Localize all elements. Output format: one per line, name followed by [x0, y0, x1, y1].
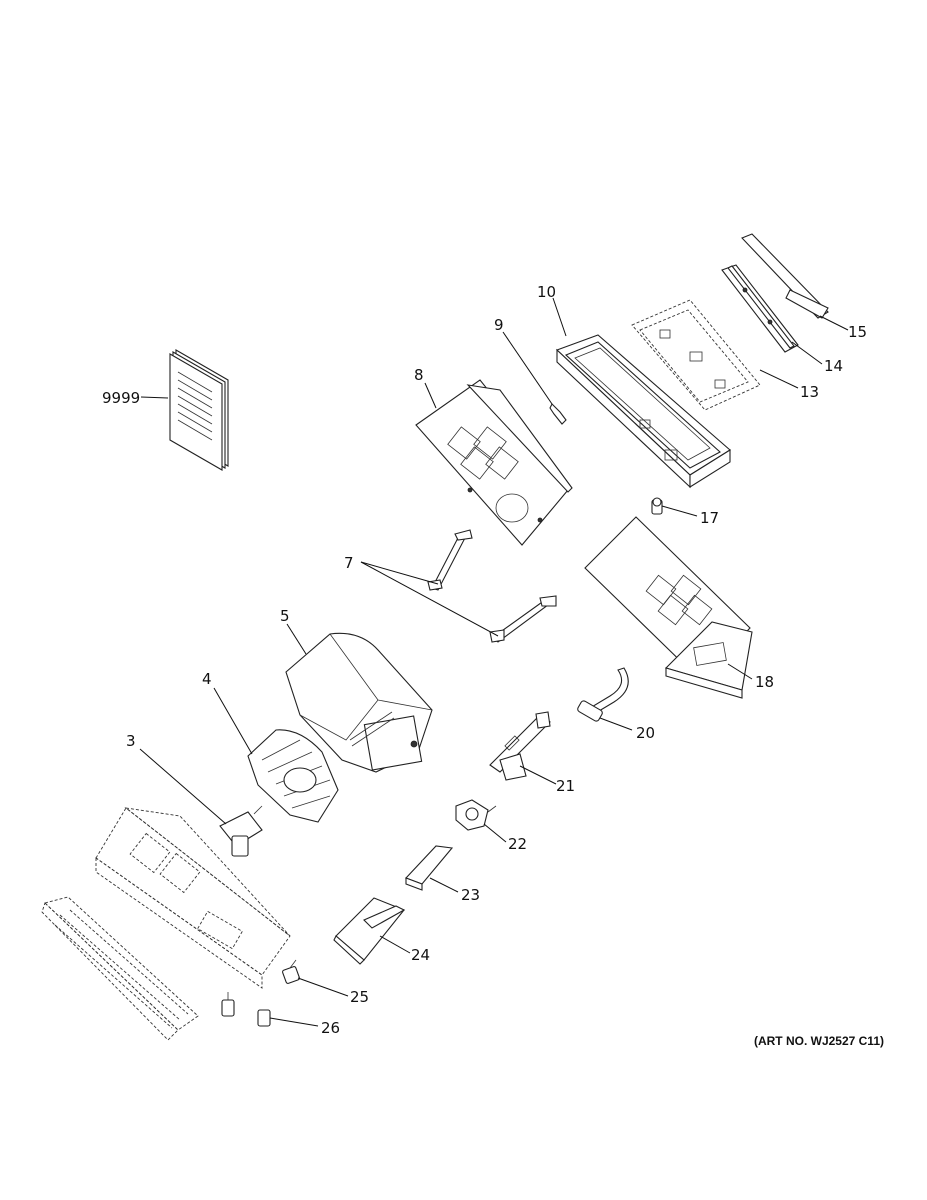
callout-3: 3	[126, 732, 136, 750]
part-8-top-panel[interactable]	[415, 379, 573, 546]
part-7-bracket-upper[interactable]	[427, 529, 473, 591]
callout-labels: 9999 8 9 10 13 14 15 17 18 7 5 4 3 20 21…	[102, 283, 867, 1037]
part-24-cover[interactable]	[333, 897, 406, 965]
part-23-support[interactable]	[405, 845, 454, 891]
part-18-bottom-panel[interactable]	[584, 516, 753, 699]
callout-5: 5	[280, 607, 290, 625]
callout-4: 4	[202, 670, 212, 688]
callout-18: 18	[755, 673, 774, 691]
part-4-fan[interactable]	[247, 729, 339, 823]
part-9-clip[interactable]	[549, 403, 567, 425]
part-26-fuse[interactable]	[221, 992, 271, 1027]
part-3-motor[interactable]	[219, 805, 263, 857]
callout-9: 9	[494, 316, 504, 334]
part-20-tube[interactable]	[577, 667, 629, 722]
callout-15: 15	[848, 323, 867, 341]
leader-lines	[139, 297, 849, 1027]
callout-17: 17	[700, 509, 719, 527]
callout-9999: 9999	[102, 389, 140, 407]
part-13-control-board[interactable]	[631, 299, 761, 411]
part-25-switch[interactable]	[282, 959, 300, 984]
callout-13: 13	[800, 383, 819, 401]
part-21-mount-bracket[interactable]	[489, 711, 551, 781]
part-10-housing[interactable]	[555, 334, 731, 489]
callout-25: 25	[350, 988, 369, 1006]
callout-21: 21	[556, 777, 575, 795]
callout-20: 20	[636, 724, 655, 742]
part-5-blower-housing[interactable]	[285, 632, 433, 773]
part-22-valve[interactable]	[455, 799, 497, 831]
part-7-bracket-lower[interactable]	[489, 595, 557, 643]
part-17-fitting[interactable]	[651, 497, 663, 515]
callout-10: 10	[537, 283, 556, 301]
part-15-trim-strip[interactable]	[741, 233, 829, 319]
callout-7: 7	[344, 554, 354, 572]
callout-24: 24	[411, 946, 430, 964]
callout-14: 14	[824, 357, 843, 375]
callout-22: 22	[508, 835, 527, 853]
art-number: (ART NO. WJ2527 C11)	[754, 1034, 884, 1048]
part-9999-manual[interactable]	[169, 349, 229, 471]
dashed-enclosure	[95, 807, 291, 989]
dashed-grille	[41, 896, 199, 1041]
callout-26: 26	[321, 1019, 340, 1037]
part-14-bracket-rail[interactable]	[721, 264, 799, 353]
callout-23: 23	[461, 886, 480, 904]
callout-8: 8	[414, 366, 424, 384]
